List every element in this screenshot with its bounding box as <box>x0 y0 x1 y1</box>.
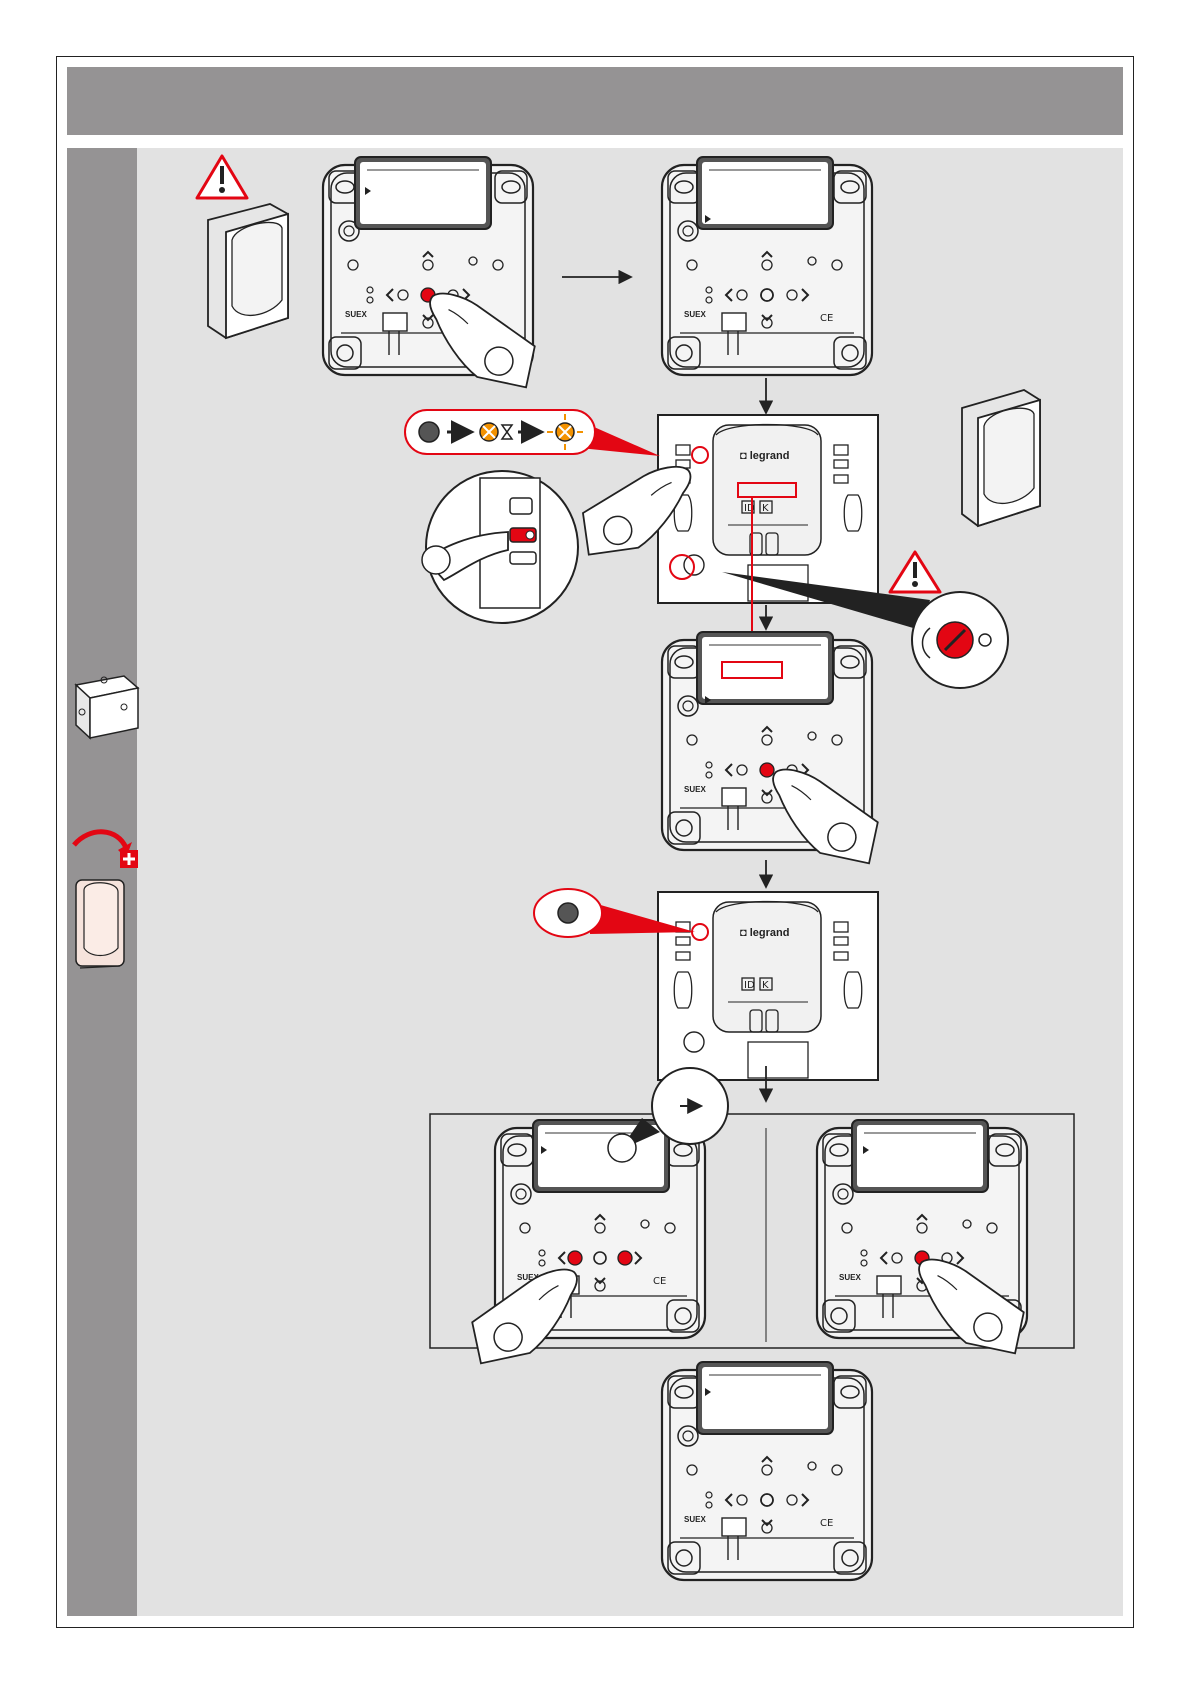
svg-text:CE: CE <box>820 313 833 324</box>
programmer-device: CE <box>662 157 872 375</box>
motion-detector-open <box>658 415 878 603</box>
junction-box-icon <box>76 676 138 738</box>
motion-detector-icon <box>76 880 124 968</box>
ok-button[interactable] <box>760 763 774 777</box>
left-button[interactable] <box>568 1251 582 1265</box>
rotate-add-icon <box>74 832 138 868</box>
zoom-detail <box>422 471 578 623</box>
motion-detector-icon <box>208 204 288 338</box>
led-sequence-callout <box>405 410 660 456</box>
programmer-device: CE <box>662 1362 872 1580</box>
motion-detector-open <box>658 892 878 1080</box>
id-code-frame <box>722 662 782 678</box>
right-button[interactable] <box>618 1251 632 1265</box>
svg-text:CE: CE <box>820 1518 833 1529</box>
warning-triangle-icon <box>197 156 247 198</box>
svg-text:CE: CE <box>653 1276 666 1287</box>
led-indicator-icon <box>419 422 439 442</box>
led-indicator-icon <box>558 903 578 923</box>
motion-detector-icon <box>962 390 1040 526</box>
